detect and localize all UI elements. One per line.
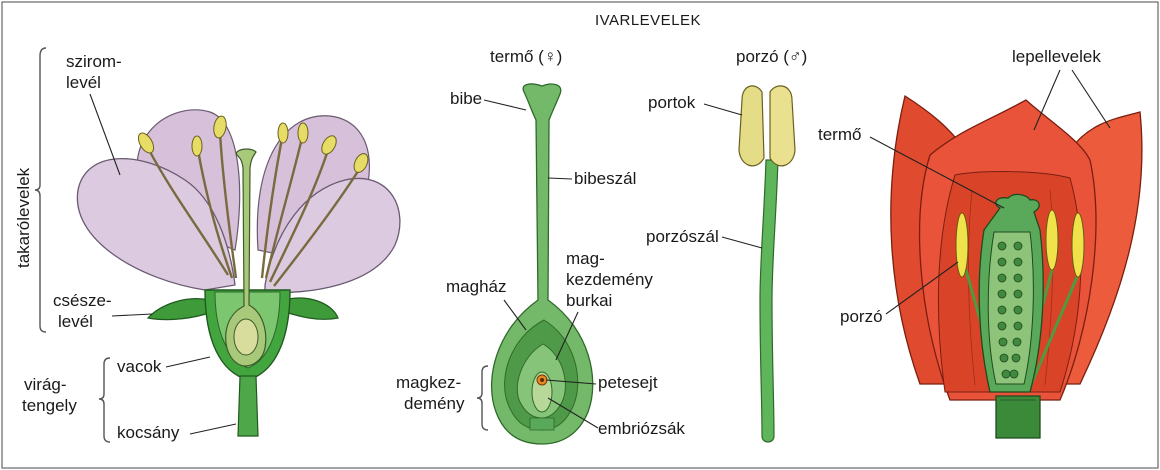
label-csesze-line1: csésze- (53, 291, 112, 310)
label-porzo-tulip: porzó (840, 307, 883, 326)
label-szirom-line1: szirom- (66, 52, 122, 71)
label-bibe: bibe (450, 89, 482, 108)
label-csesze-line2: levél (58, 312, 93, 331)
label-petesejt: petesejt (598, 373, 658, 392)
label-magkezdemeny-line1: magkez- (396, 373, 461, 392)
pedicel (238, 376, 258, 436)
label-maghaz: magház (446, 277, 506, 296)
label-burkai-line3: burkai (566, 291, 612, 310)
label-portok: portok (648, 93, 696, 112)
label-porzoszal: porzószál (646, 227, 719, 246)
anther-right (770, 86, 795, 166)
label-magkezdemeny-line2: demény (404, 394, 465, 413)
anther-left (739, 86, 764, 166)
label-bibeszal: bibeszál (574, 169, 636, 188)
label-vacok: vacok (117, 357, 162, 376)
label-kocsany: kocsány (117, 423, 180, 442)
figure-title: IVARLEVELEK (595, 12, 701, 29)
label-embriozsak: embriózsák (598, 419, 685, 438)
label-termo-tulip: termő (818, 125, 861, 144)
label-takarolevelek: takarólevelek (14, 167, 33, 268)
tulip-stem (996, 396, 1040, 438)
label-lepellevelek: lepellevelek (1012, 47, 1101, 66)
label-virag-line2: tengely (22, 396, 77, 415)
label-burkai-line1: mag- (566, 249, 605, 268)
label-termo-header: termő (♀) (490, 47, 562, 66)
label-virag-line1: virág- (24, 375, 67, 394)
label-porzo-header: porzó (♂) (736, 47, 807, 66)
label-burkai-line2: kezdemény (566, 270, 653, 289)
label-szirom-line2: levél (66, 73, 101, 92)
